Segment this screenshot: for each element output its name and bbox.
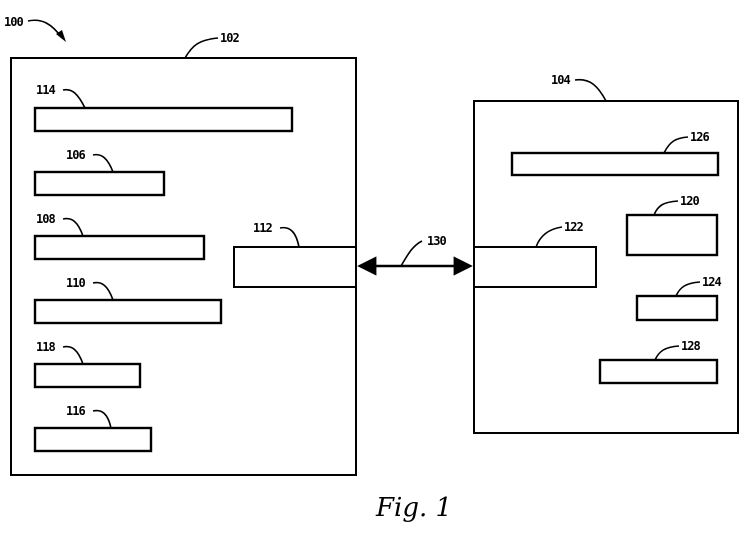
component-124 [637,296,717,320]
component-128 [600,360,717,383]
component-108 [35,236,204,259]
component-106-label: 106 [66,148,85,162]
device-104-label: 104 [551,73,570,87]
component-116 [35,428,151,451]
component-118 [35,364,140,387]
device-104: 104 126 120 122 124 128 [474,73,738,433]
component-110-label: 110 [66,276,85,290]
component-108-label: 108 [36,212,55,226]
device-102-label: 102 [220,31,239,45]
component-126-label: 126 [690,130,709,144]
system-ref-arrow [28,20,62,38]
component-126 [512,153,718,175]
device-104-leader [575,80,606,101]
component-114 [35,108,292,131]
component-106 [35,172,164,195]
figure-caption: Fig. 1 [375,493,452,523]
component-122-label: 122 [564,220,583,234]
component-112-interface [234,247,356,287]
component-116-label: 116 [66,404,85,418]
connection-130: 130 [362,234,468,266]
component-112-label: 112 [253,221,272,235]
system-reference: 100 [4,15,66,42]
component-110 [35,300,221,323]
component-118-label: 118 [36,340,55,354]
connection-130-label: 130 [427,234,446,248]
component-128-label: 128 [681,339,700,353]
connection-130-leader [401,241,422,266]
component-114-label: 114 [36,83,55,97]
component-122-interface [474,247,596,287]
component-124-label: 124 [702,275,721,289]
system-ref-label: 100 [4,15,23,29]
component-120 [627,215,717,255]
component-120-label: 120 [680,194,699,208]
device-102-leader [185,38,218,58]
device-102: 102 114 106 108 110 118 116 112 [11,31,356,475]
